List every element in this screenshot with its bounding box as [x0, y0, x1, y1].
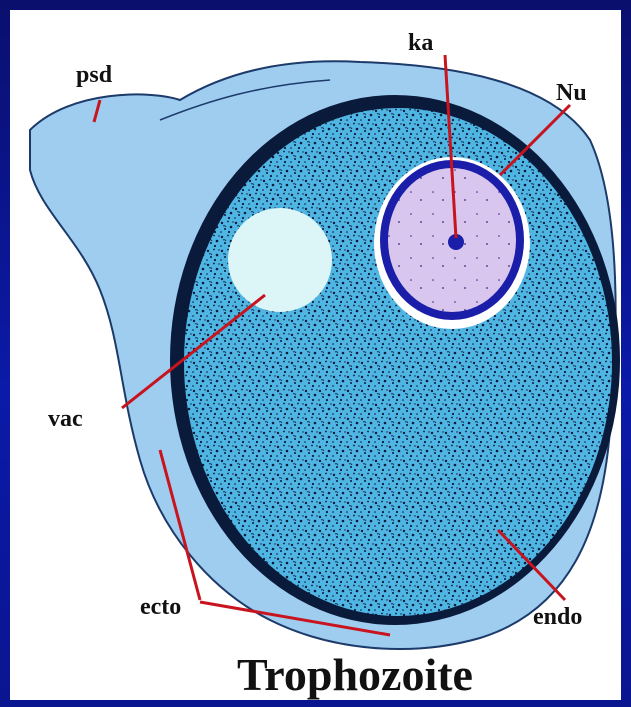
label-nu: Nu: [556, 80, 587, 106]
trophozoite-diagram: psd ka Nu vac ecto endo Trophozoite: [10, 10, 621, 700]
diagram-title: Trophozoite: [237, 649, 473, 700]
label-psd: psd: [76, 62, 113, 88]
diagram-panel: psd ka Nu vac ecto endo Trophozoite: [10, 10, 621, 700]
label-vac: vac: [48, 406, 83, 432]
label-ecto: ecto: [140, 594, 181, 620]
label-ka: ka: [408, 30, 433, 56]
label-endo: endo: [533, 604, 582, 630]
vacuole: [228, 208, 332, 312]
